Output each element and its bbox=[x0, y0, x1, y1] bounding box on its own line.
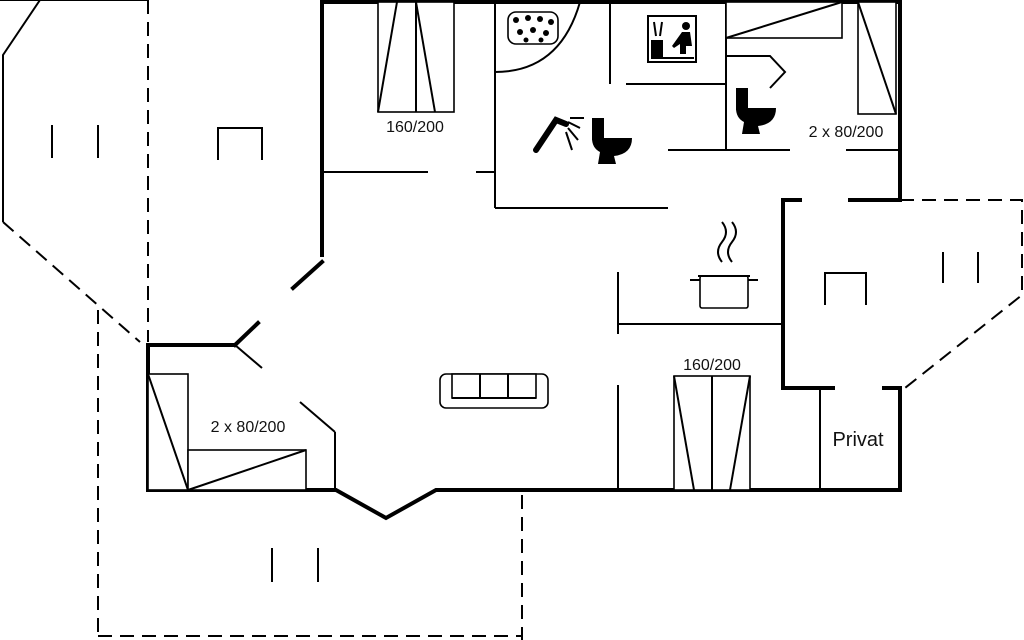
sofa-icon bbox=[439, 373, 549, 409]
bed-icon bbox=[147, 373, 189, 491]
bed-size-label: 160/200 bbox=[386, 119, 444, 136]
terrace-right bbox=[900, 199, 1023, 389]
toilet-icon bbox=[736, 88, 776, 134]
terrace-bench-icon bbox=[824, 272, 867, 305]
cooking-pot-icon bbox=[690, 221, 758, 309]
terrace-bench-icon bbox=[217, 127, 263, 160]
toilet-icon bbox=[592, 118, 632, 164]
private-room-label: Privat bbox=[832, 429, 884, 451]
terrace-right-bench-icon bbox=[942, 252, 979, 283]
sauna-icon bbox=[647, 15, 697, 63]
terrace-left-bench-icon bbox=[51, 125, 99, 158]
bed-icon bbox=[725, 1, 843, 39]
exterior-walls bbox=[146, 0, 902, 521]
terrace-bottom-bench-icon bbox=[271, 548, 319, 582]
terrace-left bbox=[0, 0, 149, 343]
bed-icon bbox=[377, 1, 455, 113]
bed-size-label: 2 x 80/200 bbox=[211, 419, 286, 436]
bed-icon bbox=[187, 449, 307, 491]
bed-icon bbox=[673, 375, 751, 491]
whirlpool-icon bbox=[494, 1, 581, 73]
bathroom-fixture bbox=[726, 55, 787, 89]
bed-size-label: 160/200 bbox=[683, 357, 741, 374]
terrace-bottom bbox=[97, 310, 523, 640]
interior-walls bbox=[299, 2, 900, 490]
bed-size-label: 2 x 80/200 bbox=[809, 124, 884, 141]
bed-icon bbox=[857, 1, 897, 115]
shower-icon bbox=[533, 116, 584, 153]
